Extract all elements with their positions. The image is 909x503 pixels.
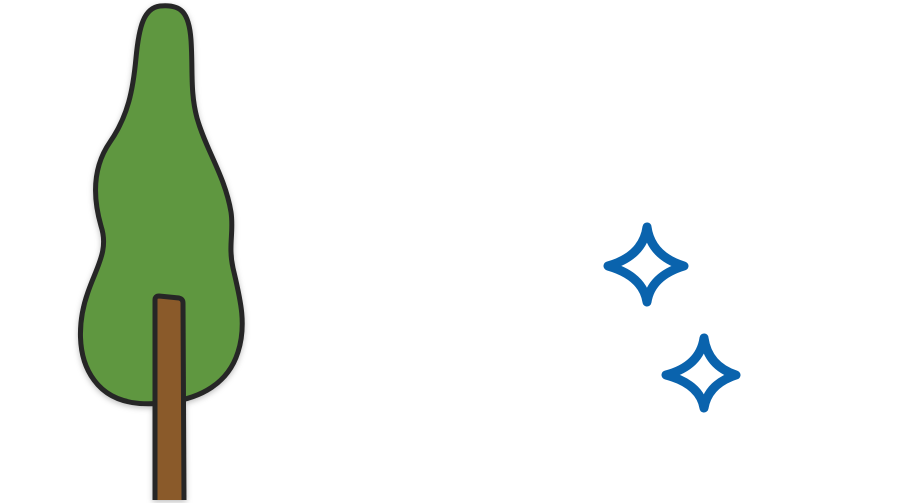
- tree-icon: [78, 3, 245, 501]
- tree-trunk: [152, 293, 187, 501]
- sparkle-icon: [661, 333, 741, 413]
- sparkle-icon: [603, 222, 689, 307]
